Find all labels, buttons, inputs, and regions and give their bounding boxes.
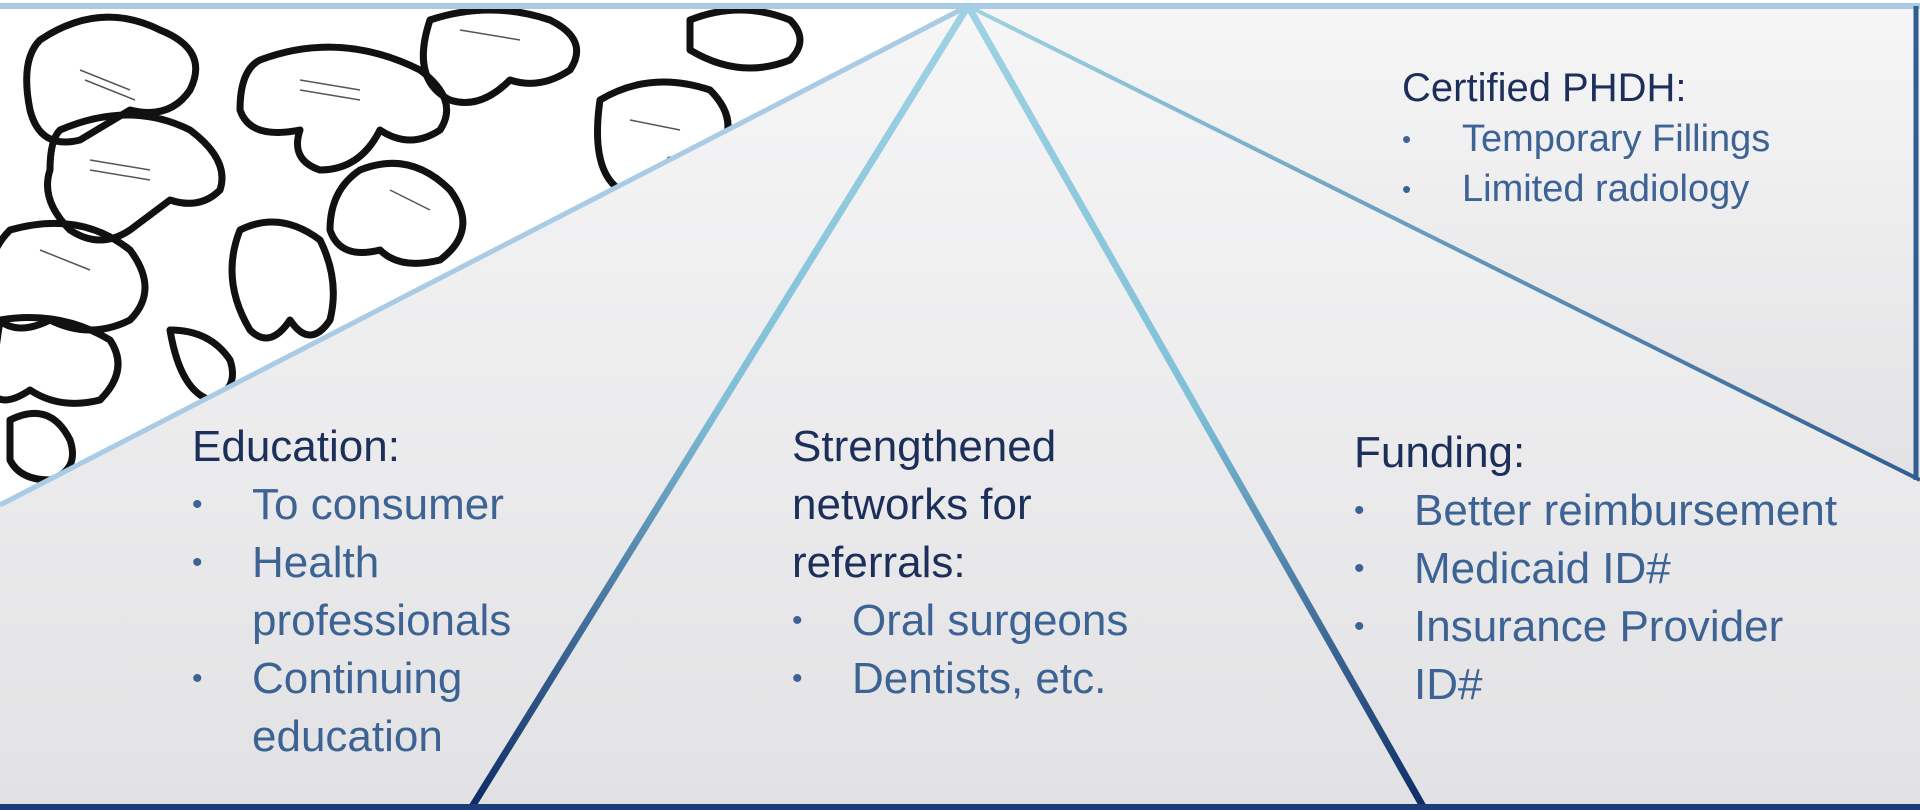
list-item: •Temporary Fillings [1402,114,1842,164]
networks-section: Strengthened networks for referrals: •Or… [792,418,1172,708]
bullet-icon: • [1402,124,1412,154]
bullet-icon: • [792,662,803,695]
left-ridge-line [467,4,971,810]
list-item: •Better reimbursement [1354,482,1914,540]
tooth-icon [228,218,337,342]
list-item: •Oral surgeons [792,592,1172,650]
education-list: •To consumer •Health professionals •Cont… [192,476,592,766]
list-item: •Limited radiology [1402,164,1842,214]
tooth-icon [6,409,76,484]
tooth-icon [326,159,467,267]
tooth-icon [23,13,200,146]
list-item: •Dentists, etc. [792,650,1172,708]
funding-panel [968,6,1920,810]
list-item: •Medicaid ID# [1354,540,1914,598]
image-divider-line [0,3,970,508]
right-ridge-line [964,4,1429,810]
phdh-divider-line [967,4,1920,482]
networks-list: •Oral surgeons •Dentists, etc. [792,592,1172,708]
funding-list: •Better reimbursement •Medicaid ID# •Ins… [1354,482,1914,714]
phdh-section: Certified PHDH: •Temporary Fillings •Lim… [1402,62,1842,214]
list-item: •Insurance Provider ID# [1354,598,1834,714]
networks-panel [470,6,1425,810]
networks-heading: Strengthened networks for referrals: [792,422,1057,587]
education-panel [0,6,968,810]
education-heading: Education: [192,422,400,471]
tooth-icon [44,111,226,244]
bullet-icon: • [1354,552,1365,585]
funding-section: Funding: •Better reimbursement •Medicaid… [1354,424,1914,714]
education-section: Education: •To consumer •Health professi… [192,418,592,766]
phdh-heading: Certified PHDH: [1402,66,1687,110]
tooth-icon [0,314,122,407]
list-item: •To consumer [192,476,592,534]
phdh-list: •Temporary Fillings •Limited radiology [1402,114,1842,214]
bullet-icon: • [1402,174,1412,204]
funding-heading: Funding: [1354,428,1526,477]
list-item: •Health professionals [192,534,542,650]
tooth-icon [236,43,451,174]
tooth-icon [0,219,149,334]
bullet-icon: • [792,604,803,637]
bullet-icon: • [192,488,203,521]
bullet-icon: • [1354,494,1365,527]
tooth-icon [686,6,804,72]
bullet-icon: • [192,662,203,695]
bullet-icon: • [1354,610,1365,643]
tooth-icon [419,6,581,106]
list-item: •Continuing education [192,650,502,766]
bullet-icon: • [192,546,203,579]
